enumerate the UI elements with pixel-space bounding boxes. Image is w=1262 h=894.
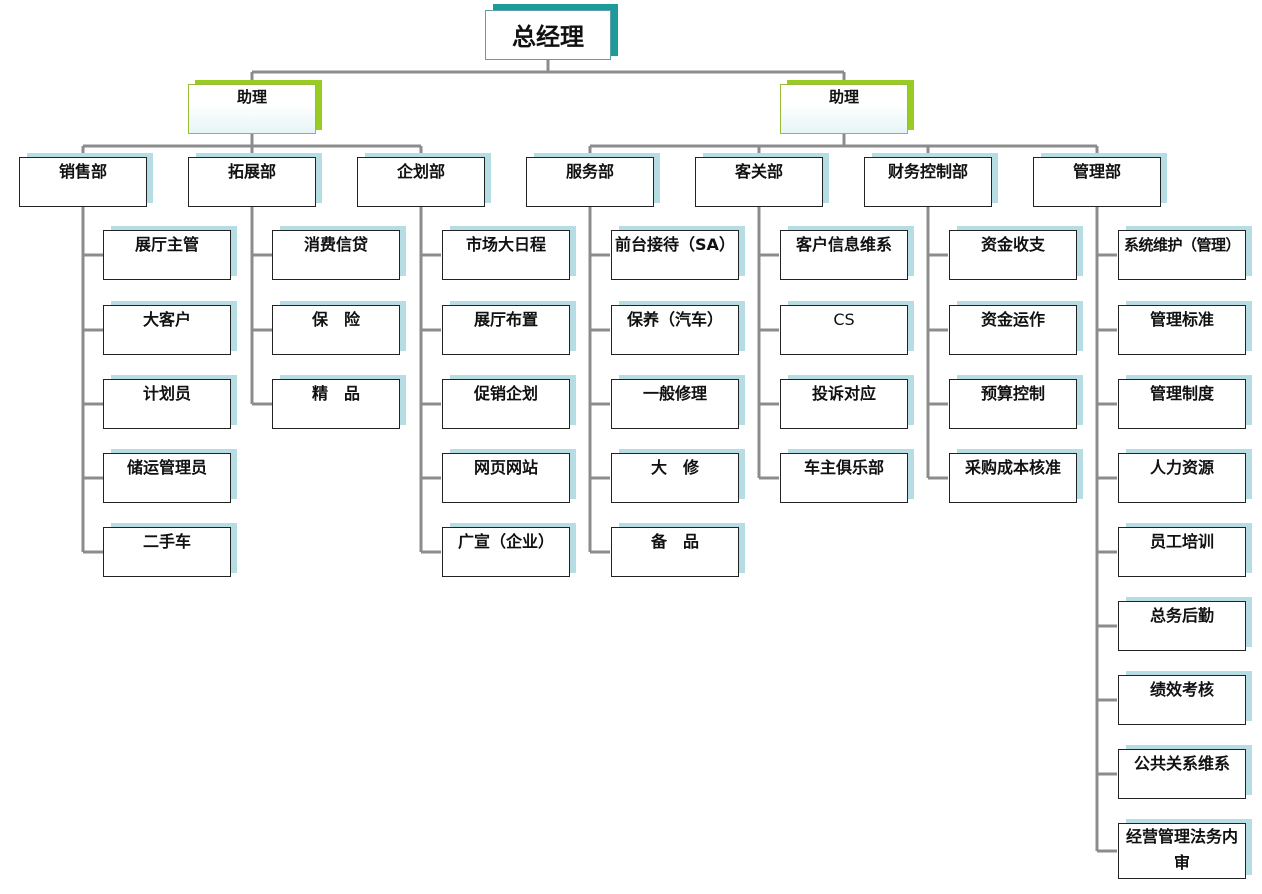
sub-planning-4-box: 广宣（企业） [442,527,570,577]
sub-management-4-label: 员工培训 [1149,532,1214,551]
sub-service-1-box: 保养（汽车） [611,305,739,355]
sub-management-0-box: 系统维护（管理） [1118,230,1246,280]
sub-service-4-box: 备 品 [611,527,739,577]
sub-sales-2-label: 计划员 [142,384,191,403]
dept-customer-relations-label: 客关部 [734,162,783,181]
assistant-right-label: 助理 [828,88,859,106]
sub-service-3-box: 大 修 [611,453,739,503]
sub-sales-0-box: 展厅主管 [103,230,231,280]
sub-service-1-label: 保养（汽车） [626,310,723,329]
sub-service-4-label: 备 品 [650,532,699,551]
sub-finance-0-box: 资金收支 [949,230,1077,280]
dept-finance-box: 财务控制部 [864,157,992,207]
sub-management-2-label: 管理制度 [1149,384,1214,403]
dept-service-box: 服务部 [526,157,654,207]
dept-sales-box: 销售部 [19,157,147,207]
sub-expansion-0-label: 消费信贷 [303,235,368,254]
sub-sales-3-label: 储运管理员 [126,458,207,477]
sub-finance-3-label: 采购成本核准 [964,458,1061,477]
sub-expansion-1-label: 保 险 [311,310,360,329]
sub-expansion-2-box: 精 品 [272,379,400,429]
sub-management-3-box: 人力资源 [1118,453,1246,503]
sub-finance-2-box: 预算控制 [949,379,1077,429]
sub-finance-3-box: 采购成本核准 [949,453,1077,503]
sub-customer-2-label: 投诉对应 [811,384,876,403]
dept-expansion-box: 拓展部 [188,157,316,207]
sub-sales-0-label: 展厅主管 [134,235,199,254]
assistant-right-box: 助理 [780,84,908,134]
sub-planning-2-box: 促销企划 [442,379,570,429]
sub-management-5-box: 总务后勤 [1118,601,1246,651]
sub-customer-3-box: 车主俱乐部 [780,453,908,503]
sub-management-6-label: 绩效考核 [1149,680,1214,699]
sub-sales-2-box: 计划员 [103,379,231,429]
sub-planning-0-label: 市场大日程 [465,235,546,254]
sub-management-3-label: 人力资源 [1149,458,1214,477]
sub-sales-3-box: 储运管理员 [103,453,231,503]
sub-finance-2-label: 预算控制 [980,384,1045,403]
sub-sales-4-label: 二手车 [142,532,191,551]
sub-management-1-box: 管理标准 [1118,305,1246,355]
sub-management-6-box: 绩效考核 [1118,675,1246,725]
sub-service-3-label: 大 修 [650,458,699,477]
dept-expansion-label: 拓展部 [227,162,276,181]
sub-management-4-box: 员工培训 [1118,527,1246,577]
sub-sales-1-label: 大客户 [142,310,191,329]
sub-management-7-box: 公共关系维系 [1118,749,1246,799]
dept-sales-label: 销售部 [58,162,107,181]
sub-sales-4-box: 二手车 [103,527,231,577]
dept-service-label: 服务部 [565,162,614,181]
general-manager-box: 总经理 [485,10,611,60]
sub-finance-1-box: 资金运作 [949,305,1077,355]
sub-service-2-box: 一般修理 [611,379,739,429]
dept-customer-relations-box: 客关部 [695,157,823,207]
sub-expansion-0-box: 消费信贷 [272,230,400,280]
dept-finance-label: 财务控制部 [887,162,968,181]
sub-management-8-label: 经营管理法务内审 [1125,827,1238,872]
assistant-left-box: 助理 [188,84,316,134]
sub-planning-3-label: 网页网站 [473,458,538,477]
sub-finance-1-label: 资金运作 [980,310,1045,329]
sub-management-1-label: 管理标准 [1149,310,1214,329]
sub-expansion-2-label: 精 品 [311,384,360,403]
sub-customer-3-label: 车主俱乐部 [803,458,884,477]
sub-customer-0-box: 客户信息维系 [780,230,908,280]
sub-customer-1-box: CS [780,305,908,355]
sub-service-0-label: 前台接待（SA） [615,235,735,254]
sub-finance-0-label: 资金收支 [980,235,1045,254]
sub-customer-2-box: 投诉对应 [780,379,908,429]
sub-management-0-label: 系统维护（管理） [1123,236,1241,254]
sub-management-7-label: 公共关系维系 [1133,754,1230,773]
sub-planning-1-label: 展厅布置 [473,310,538,329]
general-manager-label: 总经理 [512,23,584,51]
dept-management-box: 管理部 [1033,157,1161,207]
sub-sales-1-box: 大客户 [103,305,231,355]
sub-planning-4-label: 广宣（企业） [457,532,554,551]
sub-service-2-label: 一般修理 [642,384,707,403]
sub-management-2-box: 管理制度 [1118,379,1246,429]
sub-customer-1-label: CS [833,310,855,329]
sub-planning-1-box: 展厅布置 [442,305,570,355]
sub-planning-0-box: 市场大日程 [442,230,570,280]
dept-planning-box: 企划部 [357,157,485,207]
sub-planning-3-box: 网页网站 [442,453,570,503]
sub-planning-2-label: 促销企划 [473,384,538,403]
sub-expansion-1-box: 保 险 [272,305,400,355]
assistant-left-label: 助理 [236,88,267,106]
sub-customer-0-label: 客户信息维系 [795,235,892,254]
sub-management-8-box: 经营管理法务内审 [1118,823,1246,879]
sub-service-0-box: 前台接待（SA） [611,230,739,280]
sub-management-5-label: 总务后勤 [1149,606,1214,625]
dept-management-label: 管理部 [1072,162,1121,181]
dept-planning-label: 企划部 [396,162,445,181]
